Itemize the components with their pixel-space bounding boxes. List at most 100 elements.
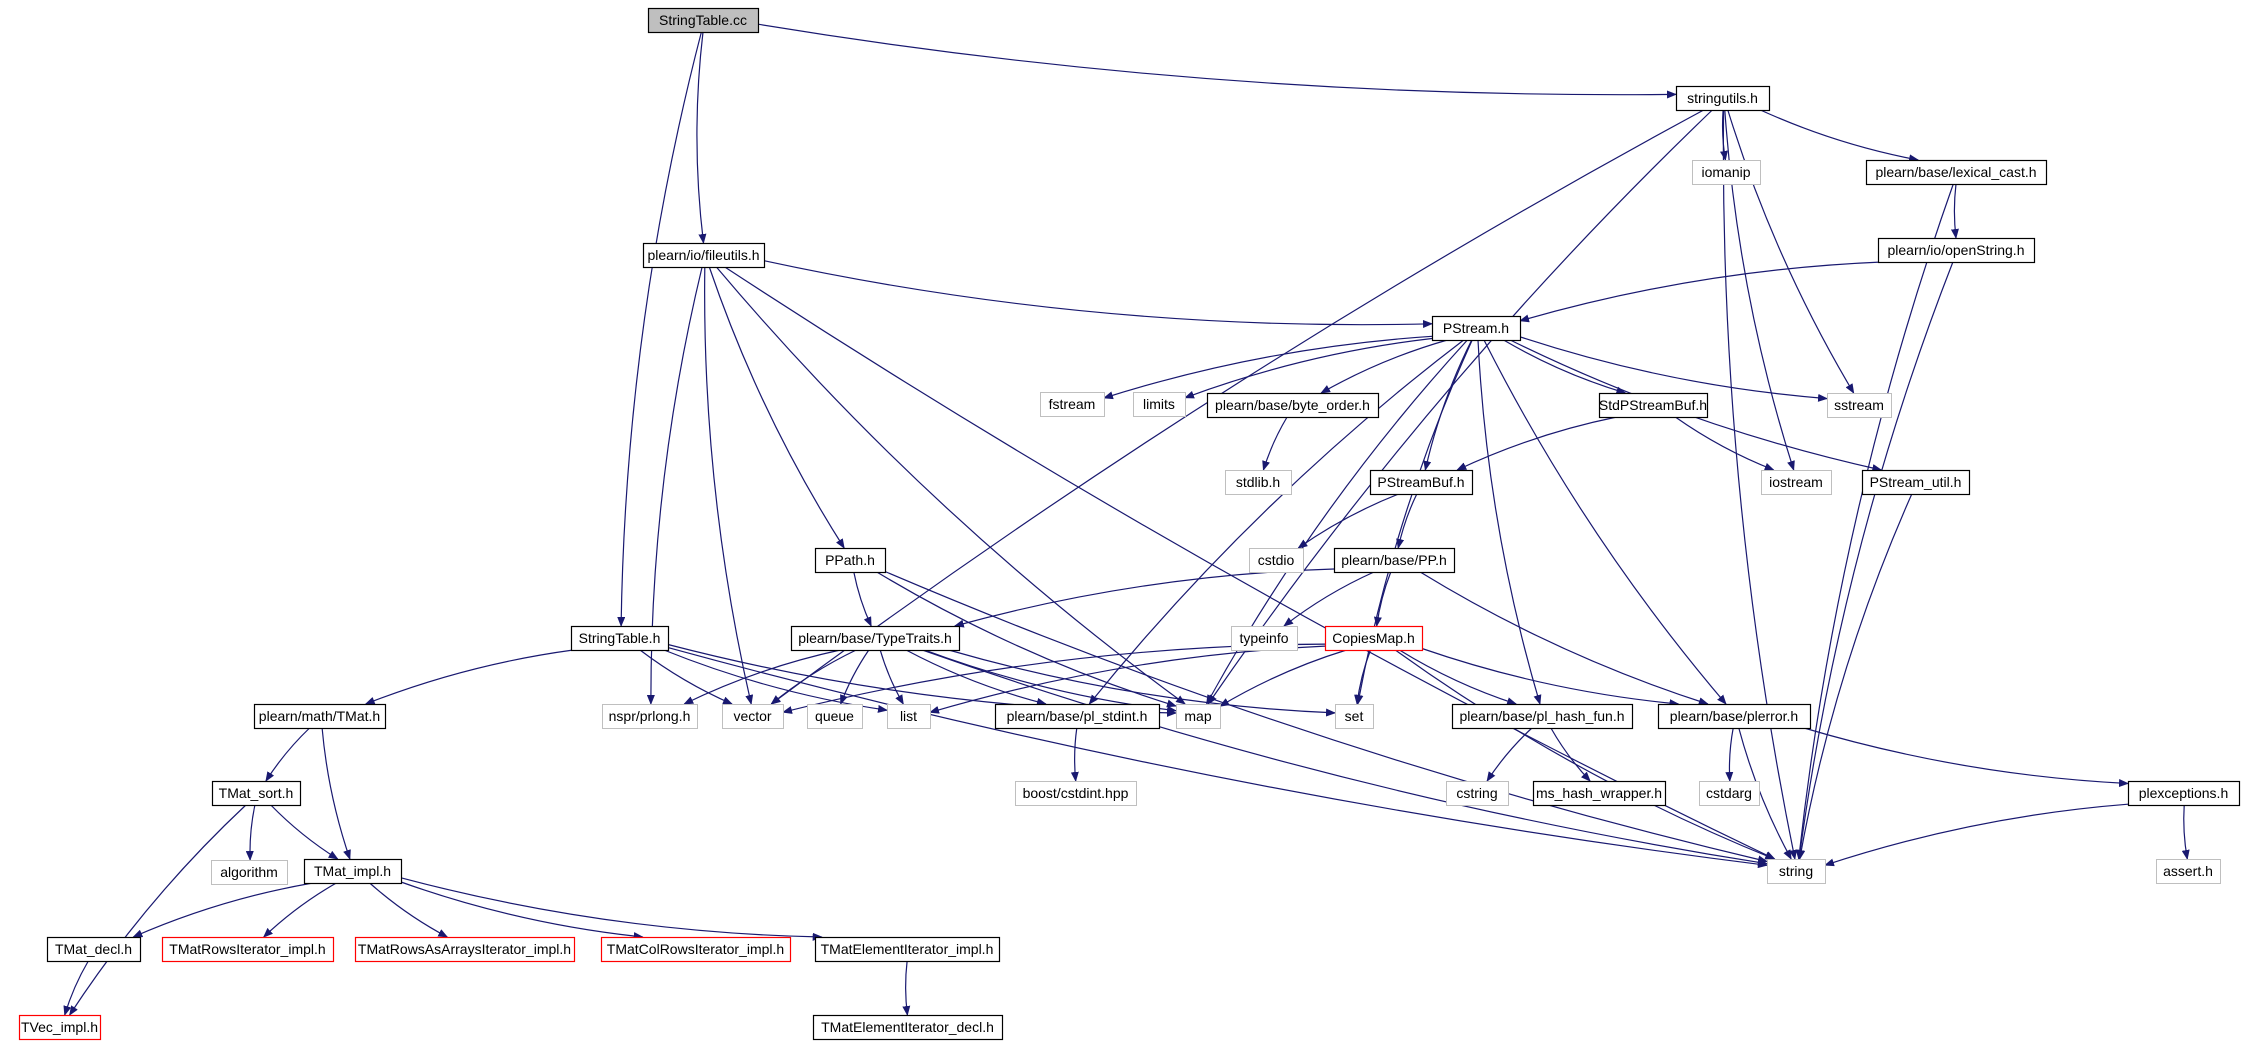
node-label: string <box>1779 863 1813 879</box>
node-pl_hash_fun_h[interactable]: plearn/base/pl_hash_fun.h <box>1451 703 1634 730</box>
node-iostream: iostream <box>1761 470 1832 495</box>
node-ms_hash_wrapper_h[interactable]: ms_hash_wrapper.h <box>1532 780 1667 807</box>
edge-byte_order_h-to-stdlib_h <box>1262 416 1288 471</box>
node-tmat_sort_h[interactable]: TMat_sort.h <box>211 780 302 807</box>
node-prlong_h: nspr/prlong.h <box>602 704 698 729</box>
node-label: plearn/io/openString.h <box>1888 242 2025 258</box>
node-fileutils_h[interactable]: plearn/io/fileutils.h <box>642 242 766 269</box>
node-label: StringTable.h <box>579 630 661 646</box>
node-label: limits <box>1143 396 1175 412</box>
node-label: queue <box>815 708 854 724</box>
edge-pp_h-to-typeinfo <box>1283 571 1375 627</box>
node-cstdint_hpp: boost/cstdint.hpp <box>1015 781 1137 806</box>
edge-typetraits_h-to-string <box>922 649 1768 867</box>
node-box <box>602 704 698 729</box>
node-label: stdlib.h <box>1236 474 1280 490</box>
node-tmat_decl_h[interactable]: TMat_decl.h <box>46 936 142 963</box>
node-label: plearn/base/byte_order.h <box>1215 397 1370 413</box>
edge-fileutils_h-to-string <box>724 266 1776 860</box>
node-box <box>1176 704 1221 729</box>
node-tmatrowsiterator_impl_h[interactable]: TMatRowsIterator_impl.h <box>161 936 335 963</box>
edge-plerror_h-to-string <box>1738 727 1792 860</box>
node-pp_h[interactable]: plearn/base/PP.h <box>1333 547 1456 574</box>
edge-typetraits_h-to-list <box>879 649 904 705</box>
node-typeinfo: typeinfo <box>1231 626 1298 651</box>
node-plerror_h[interactable]: plearn/base/plerror.h <box>1657 703 1812 730</box>
edge-pstream_h-to-pl_hash_fun_h <box>1477 339 1542 705</box>
edge-copiesmap_h-to-map <box>1219 649 1347 707</box>
edge-tmat_impl_h-to-tmatrowsiterator_impl_h <box>262 882 337 938</box>
edge-pstream_util_h-to-string <box>1797 493 1913 860</box>
edge-stringutils_h-to-map <box>1207 109 1713 705</box>
node-stdlib_h: stdlib.h <box>1225 470 1292 495</box>
node-label: plearn/base/pl_hash_fun.h <box>1459 708 1624 724</box>
node-label: typeinfo <box>1239 630 1288 646</box>
edge-pstream_h-to-set <box>1355 339 1473 705</box>
node-stringtable_cc: StringTable.cc <box>647 7 760 34</box>
node-label: TMatRowsIterator_impl.h <box>169 941 325 957</box>
edge-stringutils_h-to-string <box>1722 109 1798 860</box>
node-pstream_util_h[interactable]: PStream_util.h <box>1861 469 1971 496</box>
node-map: map <box>1176 704 1221 729</box>
node-limits: limits <box>1133 392 1186 417</box>
node-byte_order_h[interactable]: plearn/base/byte_order.h <box>1206 392 1380 419</box>
node-cstring: cstring <box>1446 781 1509 806</box>
node-tmat_h[interactable]: plearn/math/TMat.h <box>253 703 387 730</box>
edge-pstream_h-to-limits <box>1184 337 1433 399</box>
node-box <box>303 858 403 885</box>
node-label: cstring <box>1456 785 1497 801</box>
node-box <box>570 625 670 652</box>
node-plexceptions_h[interactable]: plexceptions.h <box>2127 780 2241 807</box>
node-box <box>1431 315 1522 342</box>
node-lexical_cast_h[interactable]: plearn/base/lexical_cast.h <box>1865 159 2048 186</box>
edge-typetraits_h-to-map <box>924 649 1177 714</box>
edge-pstream_h-to-fstream <box>1103 335 1433 400</box>
node-label: plearn/math/TMat.h <box>259 708 380 724</box>
node-stringutils_h[interactable]: stringutils.h <box>1675 85 1771 112</box>
node-stdpstreambuf_h[interactable]: StdPStreamBuf.h <box>1598 392 1709 419</box>
node-tmatcolrowsiterator_impl_h[interactable]: TMatColRowsIterator_impl.h <box>600 936 792 963</box>
edge-stringtable_cc-to-stringutils_h <box>757 23 1677 99</box>
node-pl_stdint_h[interactable]: plearn/base/pl_stdint.h <box>994 703 1161 730</box>
edge-copiesmap_h-to-plerror_h <box>1421 647 1680 708</box>
edge-stringtable_cc-to-fileutils_h <box>696 31 707 244</box>
node-assert_h: assert.h <box>2156 859 2221 884</box>
node-pstream_h[interactable]: PStream.h <box>1431 315 1522 342</box>
node-box <box>1861 469 1971 496</box>
node-pstreambuf_h[interactable]: PStreamBuf.h <box>1369 469 1474 496</box>
node-box <box>1225 470 1292 495</box>
node-tmatelementiterator_decl_h[interactable]: TMatElementIterator_decl.h <box>812 1014 1004 1041</box>
edge-fileutils_h-to-ppath_h <box>708 266 845 549</box>
node-box <box>647 7 760 34</box>
edge-pstream_h-to-byte_order_h <box>1320 339 1448 394</box>
node-typetraits_h[interactable]: plearn/base/TypeTraits.h <box>790 625 961 652</box>
edge-pstream_h-to-pl_stdint_h <box>1088 339 1465 705</box>
edge-stringtable_h-to-vector <box>639 649 733 705</box>
node-set: set <box>1335 704 1374 729</box>
node-box <box>46 936 142 963</box>
node-label: nspr/prlong.h <box>609 708 691 724</box>
node-box <box>1231 626 1298 651</box>
node-stringtable_h[interactable]: StringTable.h <box>570 625 670 652</box>
node-tmatelementiterator_impl_h[interactable]: TMatElementIterator_impl.h <box>814 936 1001 963</box>
edge-pstreambuf_h-to-pp_h <box>1396 493 1418 549</box>
node-box <box>354 936 576 963</box>
node-label: PStream.h <box>1443 320 1509 336</box>
node-tmatrowsasarraysiterator_impl_h[interactable]: TMatRowsAsArraysIterator_impl.h <box>354 936 576 963</box>
edge-plerror_h-to-cstdarg <box>1725 727 1734 782</box>
node-label: cstdio <box>1258 552 1295 568</box>
node-label: plearn/base/plerror.h <box>1670 708 1798 724</box>
node-label: algorithm <box>220 864 278 880</box>
node-box <box>1249 548 1304 573</box>
node-tvec_impl_h[interactable]: TVec_impl.h <box>18 1014 102 1041</box>
node-tmat_impl_h[interactable]: TMat_impl.h <box>303 858 403 885</box>
node-copiesmap_h[interactable]: CopiesMap.h <box>1324 625 1424 652</box>
node-openstring_h[interactable]: plearn/io/openString.h <box>1877 237 2036 264</box>
node-label: sstream <box>1834 397 1884 413</box>
node-label: plexceptions.h <box>2139 785 2229 801</box>
node-ppath_h[interactable]: PPath.h <box>814 547 887 574</box>
node-algorithm: algorithm <box>211 860 288 885</box>
node-box <box>812 1014 1004 1041</box>
node-box <box>1657 703 1812 730</box>
